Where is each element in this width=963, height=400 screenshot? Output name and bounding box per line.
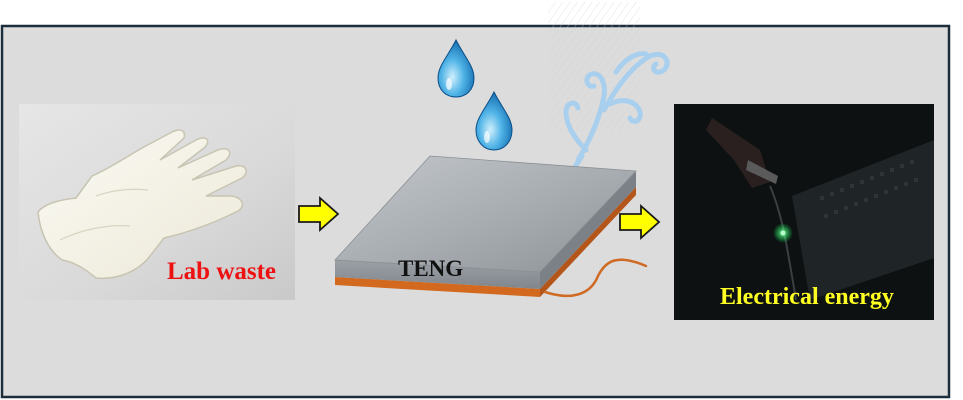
- water-droplet-icon: [437, 38, 475, 98]
- electrical-energy-label: Electrical energy: [720, 284, 894, 310]
- teng-device-illustration: [334, 155, 648, 298]
- wind-hatch: [548, 2, 640, 132]
- glove-icon: [37, 129, 247, 280]
- right-arrow-icon: [298, 195, 340, 233]
- wind-swirl-icon: [563, 51, 670, 179]
- led-breadboard-photo: [674, 104, 934, 320]
- wire: [543, 258, 648, 298]
- right-arrow-icon: [619, 203, 661, 241]
- glove-photo: [19, 104, 295, 300]
- teng-label: TENG: [398, 256, 464, 281]
- lab-waste-label: Lab waste: [167, 258, 277, 285]
- water-droplet-icon: [475, 90, 513, 151]
